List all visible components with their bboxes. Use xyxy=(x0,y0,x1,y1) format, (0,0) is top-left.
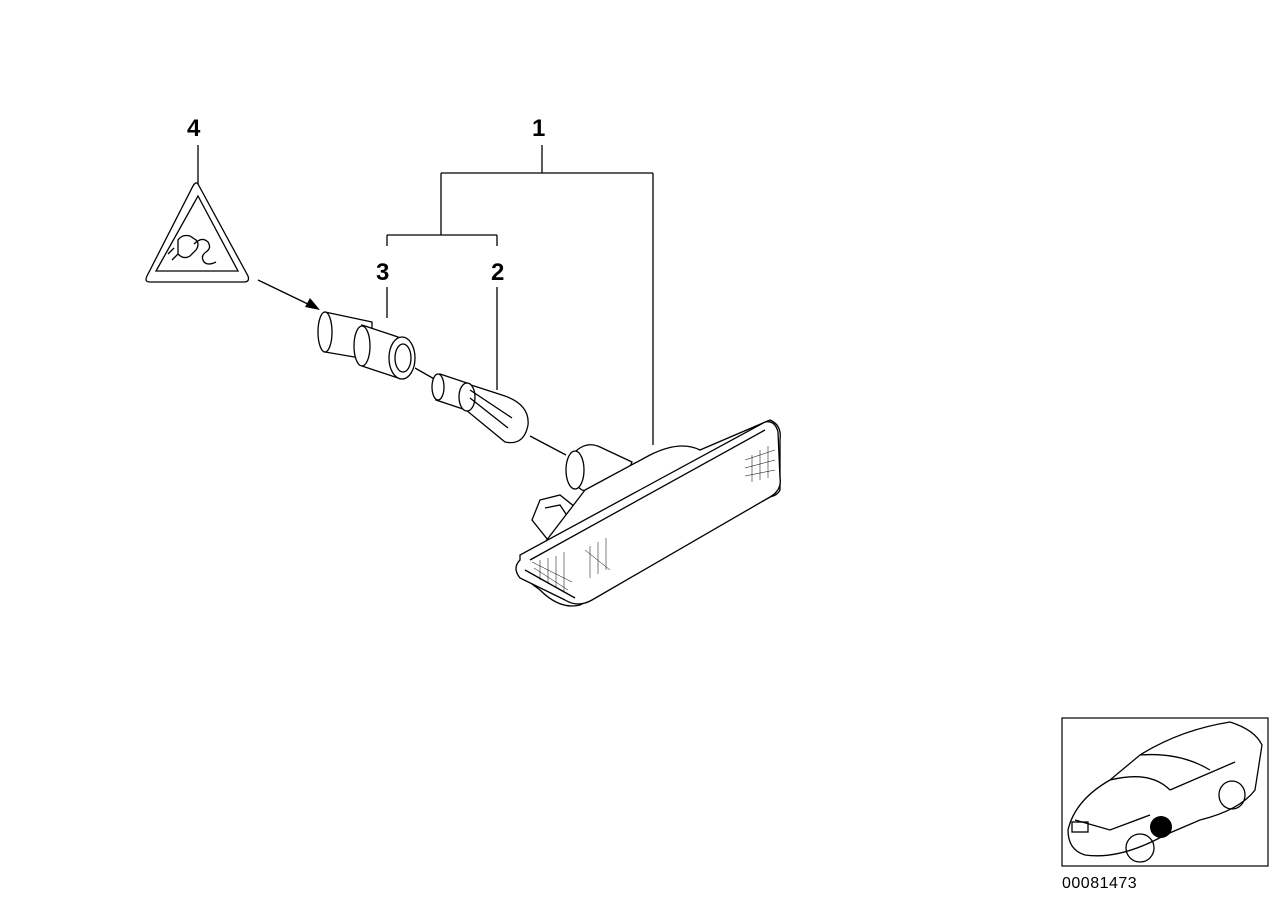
reference-number: 00081473 xyxy=(1062,875,1137,892)
vehicle-location-inset xyxy=(1061,717,1269,867)
plug-icon xyxy=(167,234,217,265)
direction-arrow xyxy=(257,279,320,310)
bulb-part[interactable] xyxy=(431,373,529,444)
callout-2[interactable]: 2 xyxy=(491,259,504,286)
callout-1[interactable]: 1 xyxy=(532,115,545,142)
car-outline-icon xyxy=(1067,721,1263,863)
side-marker-light-part[interactable] xyxy=(515,419,781,607)
callout-4[interactable]: 4 xyxy=(187,115,201,142)
location-marker xyxy=(1150,816,1172,838)
callout-3[interactable]: 3 xyxy=(376,259,389,286)
lens-hatching xyxy=(531,446,776,592)
warning-triangle-icon[interactable] xyxy=(145,182,250,283)
bulb-socket-part[interactable] xyxy=(317,311,416,380)
leader-lines xyxy=(197,145,654,445)
